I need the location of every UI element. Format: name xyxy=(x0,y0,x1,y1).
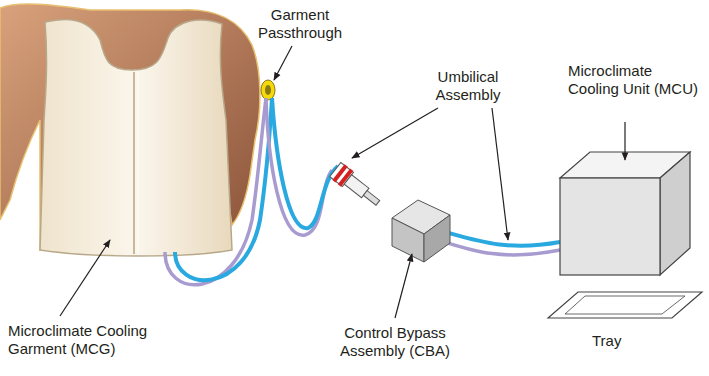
tray xyxy=(548,292,702,318)
part-label: Tray xyxy=(592,332,652,350)
cooling-vest xyxy=(40,19,232,256)
garment-tubes xyxy=(165,98,272,285)
connector xyxy=(329,162,384,211)
control-bypass-box xyxy=(392,200,450,262)
garment-passthrough xyxy=(261,80,275,100)
part-label: Umbilical Assembly xyxy=(418,68,518,104)
part-label: Microclimate Cooling Unit (MCU) xyxy=(568,62,704,98)
part-label: Control Bypass Assembly (CBA) xyxy=(320,324,470,360)
leader-lines xyxy=(60,46,625,318)
part-label: Microclimate Cooling Garment (MCG) xyxy=(8,322,178,358)
cooling-unit-box xyxy=(560,152,690,275)
part-label: Garment Passthrough xyxy=(250,6,350,42)
